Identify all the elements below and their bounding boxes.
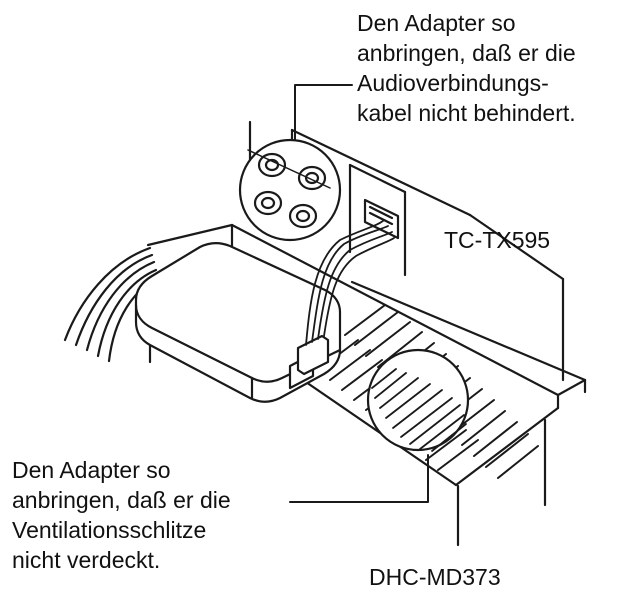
callout-top-line: anbringen, daß er die [357,40,576,66]
callout-ventilation-note: Den Adapter so anbringen, daß er die Ven… [12,455,231,575]
callout-top-line: Audioverbindungs- [357,70,549,96]
flat-cable [63,246,162,363]
callout-bottom-line: nicht verdeckt. [12,547,161,573]
leader-lines [289,84,429,503]
callout-top-line: kabel nicht behindert. [357,100,576,126]
callout-bottom-line: anbringen, daß er die [12,487,231,513]
callout-audio-cable-note: Den Adapter so anbringen, daß er die Aud… [357,8,576,128]
connector-socket [363,198,400,240]
adapter-box [134,242,342,403]
model-label-lower-unit: DHC-MD373 [369,564,501,590]
callout-bottom-line: Den Adapter so [12,457,171,483]
callout-top-line: Den Adapter so [357,10,516,36]
leader-line-top [294,84,353,141]
callout-bottom-line: Ventilationsschlitze [12,517,207,543]
vent-magnifier [366,348,470,452]
connector-wires [305,219,395,346]
leader-line-bottom [289,454,429,503]
model-label-upper-unit: TC-TX595 [444,227,551,253]
audio-jacks-magnifier [238,138,342,242]
